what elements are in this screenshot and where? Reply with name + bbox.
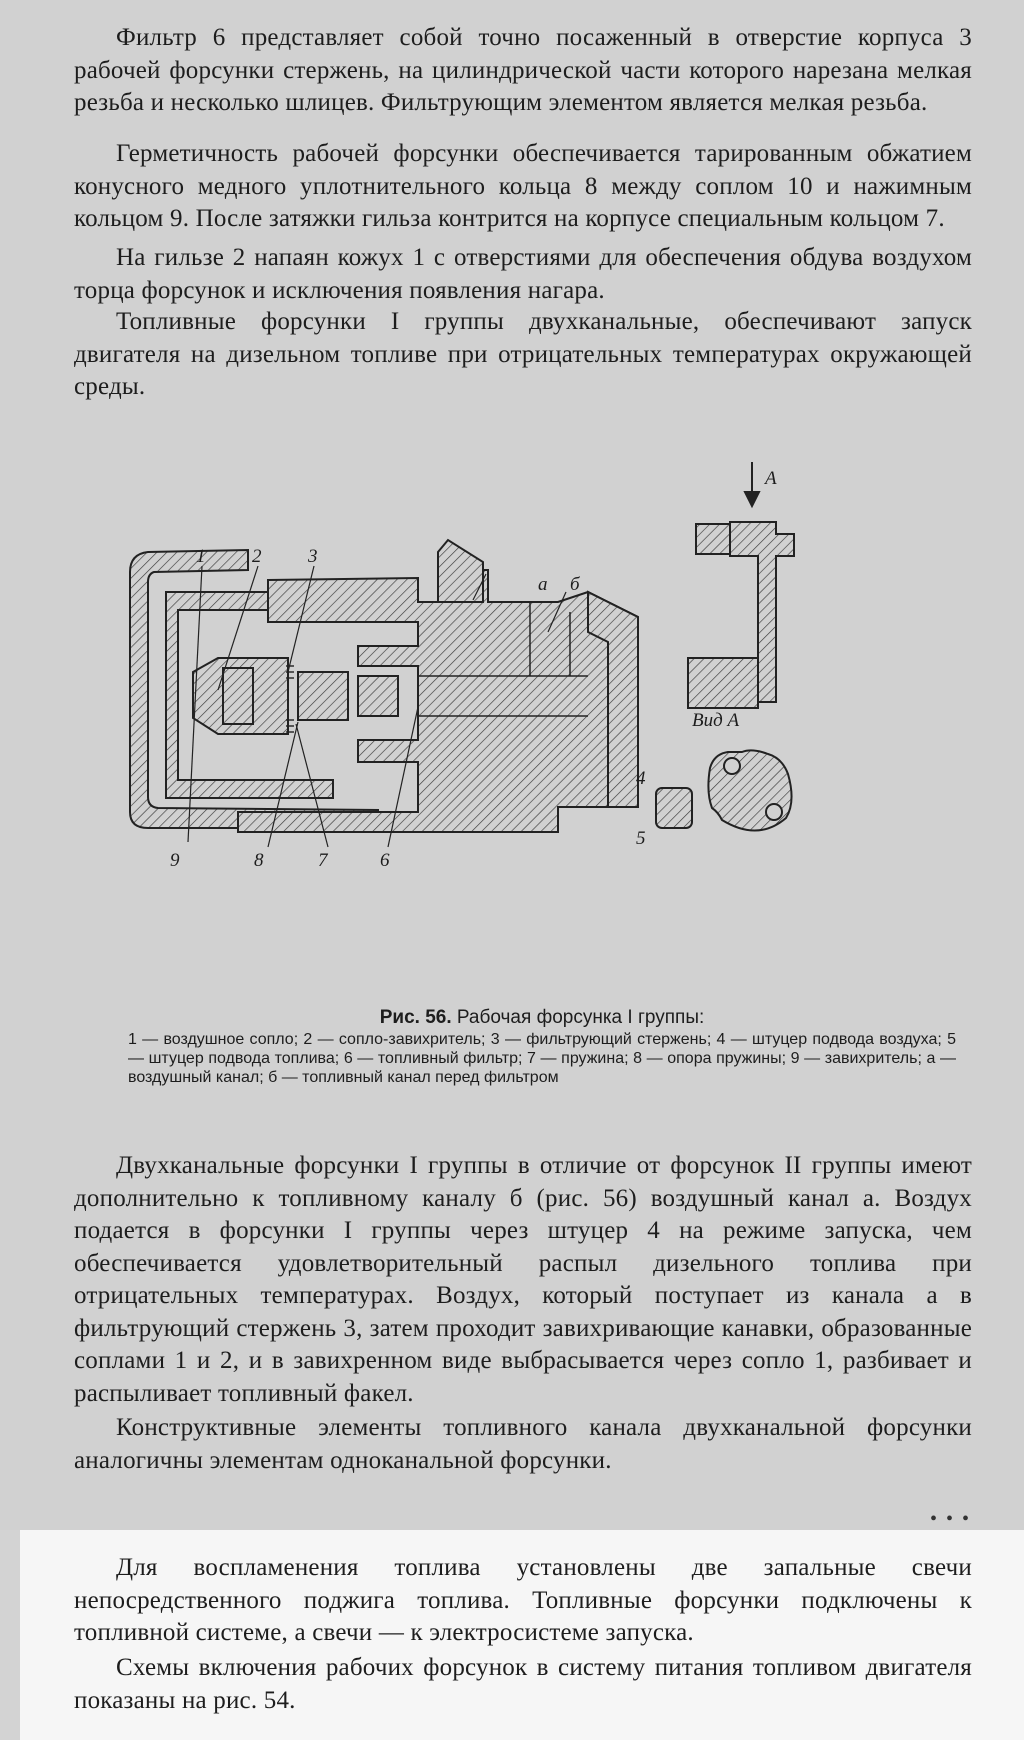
injector-drawing: 1 2 3 а б 9 8 7 6 A Вид А 4 5 bbox=[129, 462, 795, 871]
label-7: 7 bbox=[318, 850, 329, 871]
label-5: 5 bbox=[636, 828, 646, 849]
injector-section-view bbox=[129, 538, 639, 833]
paragraph-two-channel: Топливные форсунки I группы двухканальны… bbox=[74, 308, 972, 400]
paragraph-air-channel: Двухканальные форсунки I группы в отличи… bbox=[74, 1152, 972, 1407]
leader-lines bbox=[187, 565, 567, 848]
label-view-a: Вид А bbox=[692, 710, 739, 731]
label-3: 3 bbox=[307, 546, 318, 567]
caption-legend: 1 — воздушное сопло; 2 — сопло-завихрите… bbox=[128, 1031, 956, 1086]
paragraph-filter: Фильтр 6 представляет собой точно посаже… bbox=[74, 24, 972, 116]
label-9: 9 bbox=[170, 850, 180, 871]
filter-channel-lines bbox=[418, 602, 588, 717]
label-arrow-a: A bbox=[763, 468, 777, 489]
figure-caption: Рис. 56. Рабочая форсунка I группы: 1 — … bbox=[128, 1008, 956, 1087]
paragraph-scheme: Схемы включения рабочих форсунок в систе… bbox=[74, 1654, 972, 1714]
page-marker: • • • bbox=[930, 1508, 972, 1530]
caption-title: Рис. 56. Рабочая форсунка I группы: bbox=[379, 1007, 705, 1028]
label-1: 1 bbox=[196, 546, 206, 567]
paragraph-fuel-channel: Конструктивные элементы топливного канал… bbox=[74, 1414, 972, 1474]
label-a: а bbox=[538, 574, 548, 595]
label-b: б bbox=[570, 574, 581, 595]
paragraph-shroud: На гильзе 2 напаян кожух 1 с отверстиями… bbox=[74, 244, 972, 304]
label-4: 4 bbox=[636, 768, 646, 789]
next-page-excerpt bbox=[20, 1530, 1024, 1740]
side-view bbox=[655, 521, 795, 832]
paragraph-sealing: Герметичность рабочей форсунки обеспечив… bbox=[74, 140, 972, 232]
label-6: 6 bbox=[380, 850, 390, 871]
view-arrow bbox=[743, 462, 761, 509]
label-8: 8 bbox=[254, 850, 264, 871]
paragraph-ignition: Для воспламенения топлива установлены дв… bbox=[74, 1554, 972, 1646]
label-2: 2 bbox=[252, 546, 262, 567]
